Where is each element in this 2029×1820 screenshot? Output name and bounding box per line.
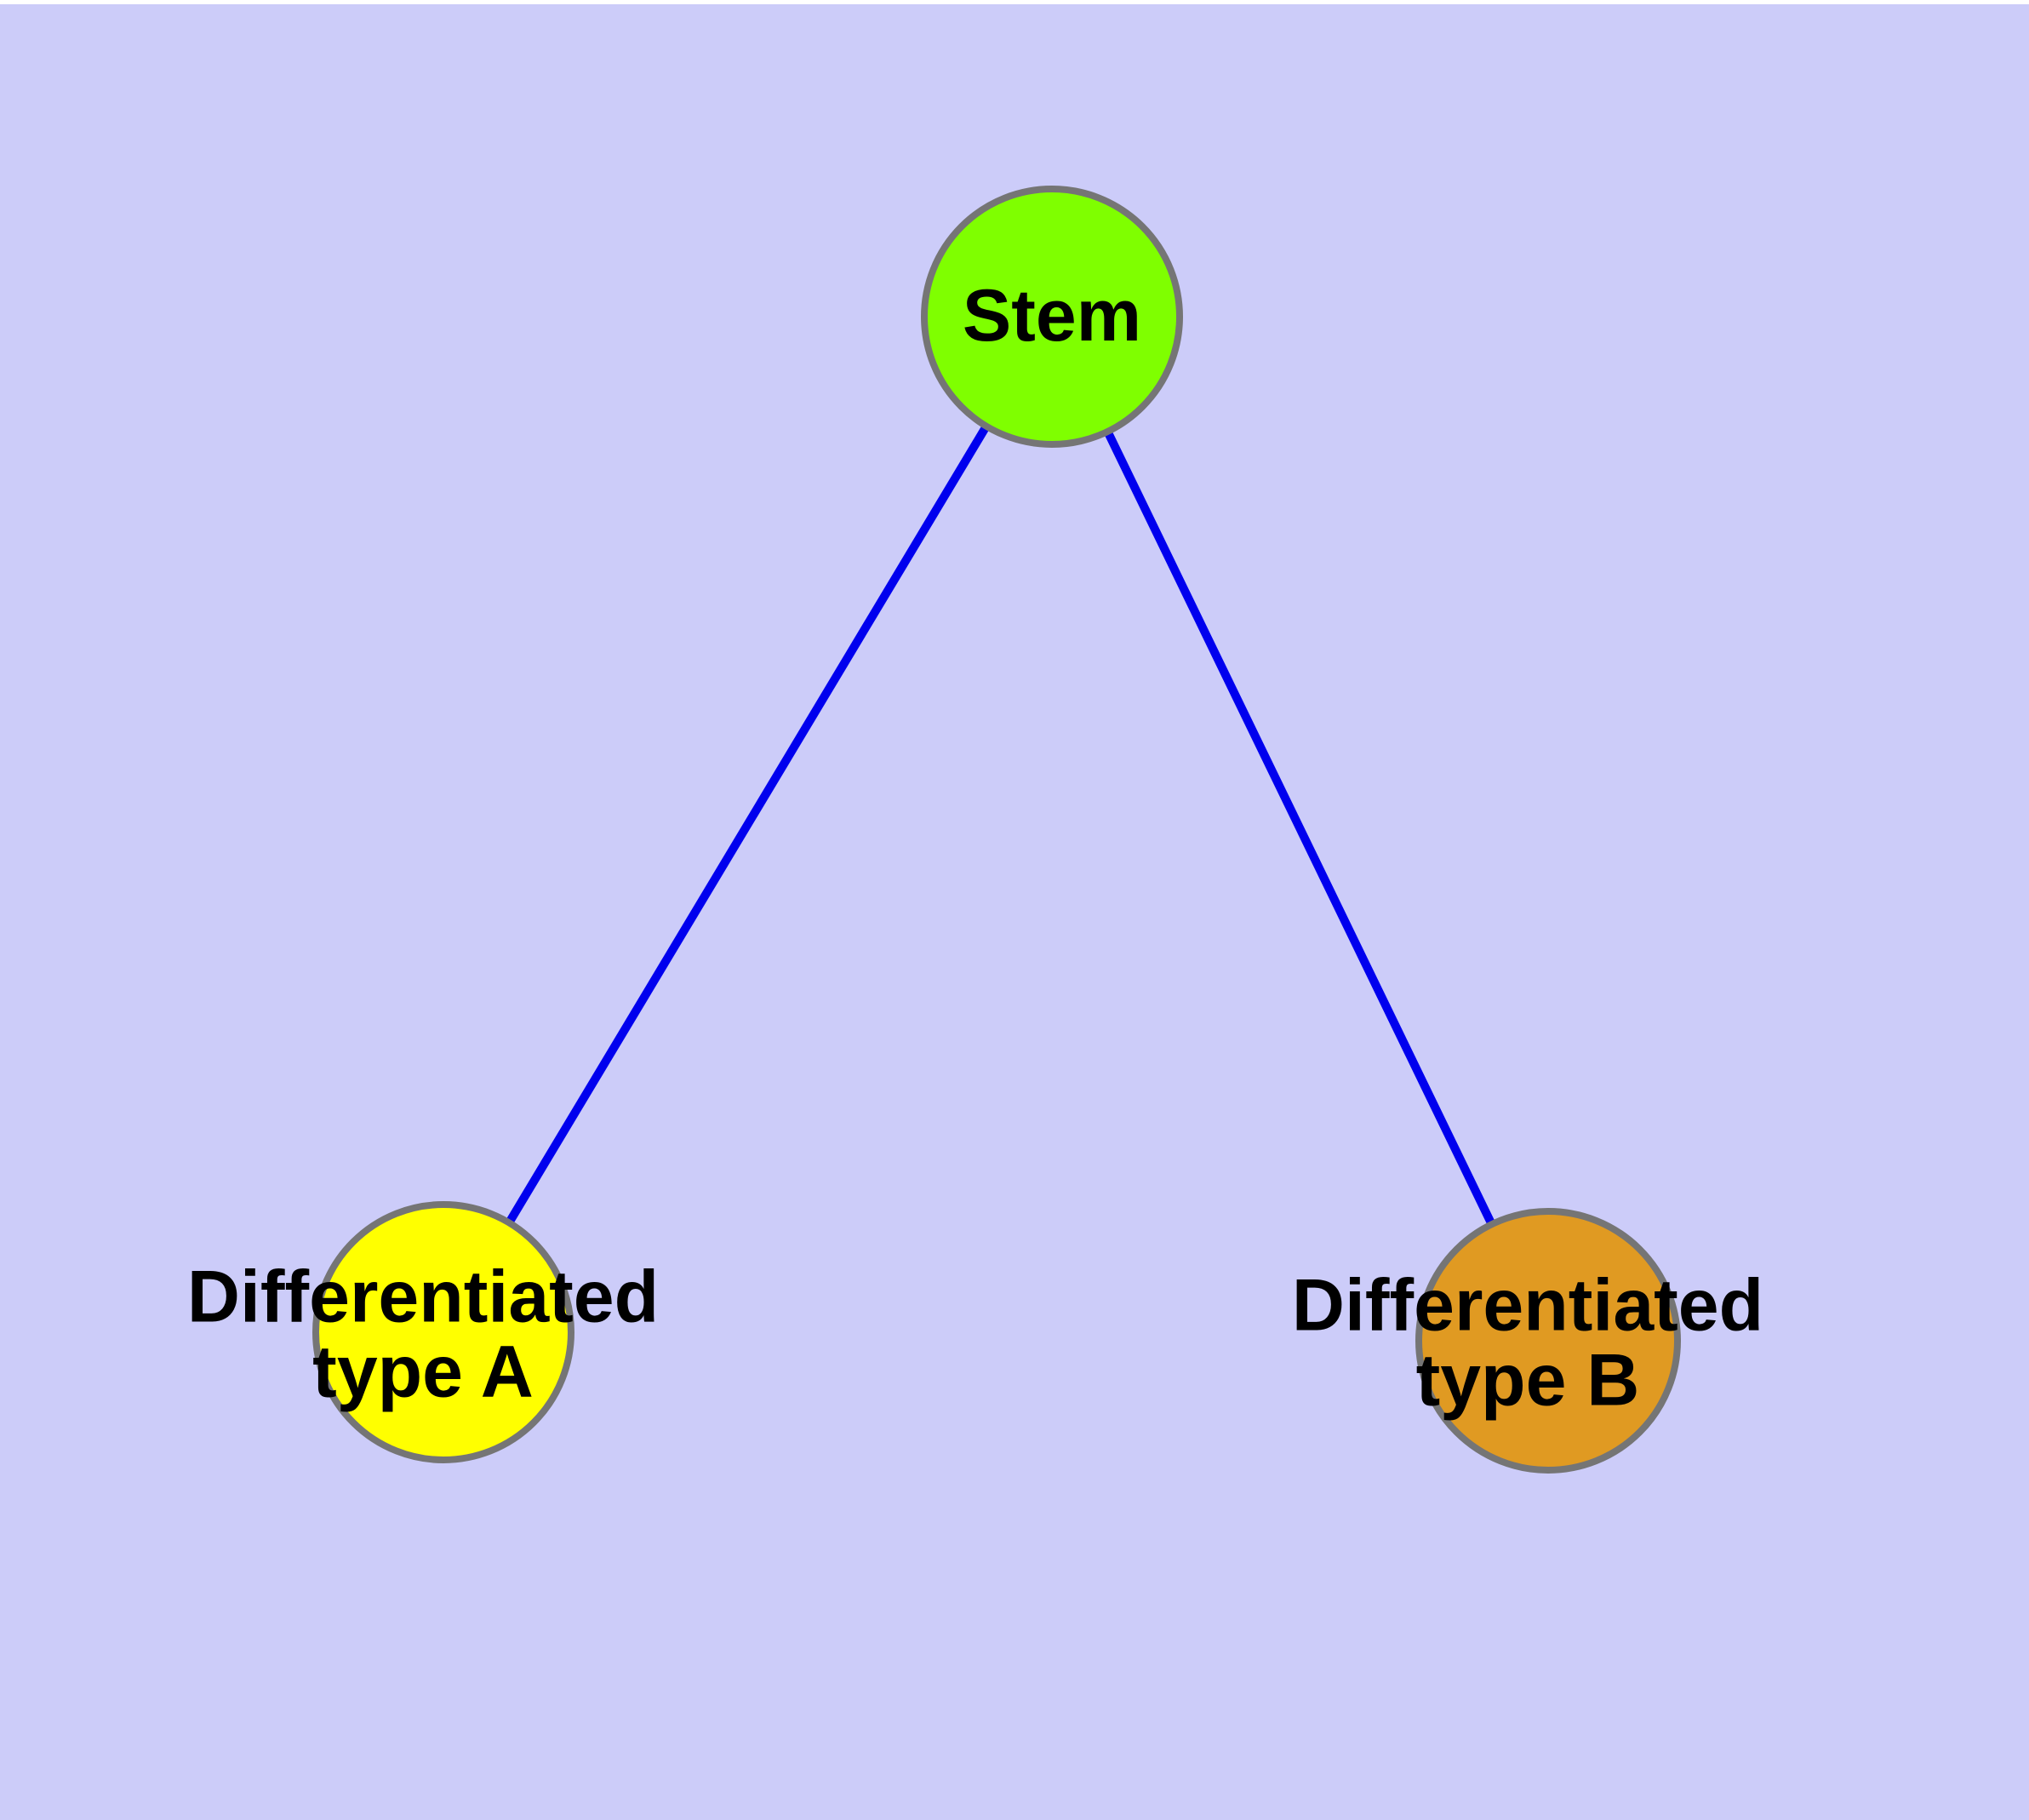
node-differentiated-type-a[interactable] (312, 1201, 574, 1463)
edge-layer (439, 314, 1552, 1343)
edge-stem-diff-a[interactable] (439, 314, 1056, 1335)
node-stem[interactable] (921, 186, 1183, 448)
edge-stem-diff-b[interactable] (1048, 314, 1552, 1343)
node-differentiated-type-b[interactable] (1415, 1208, 1681, 1474)
node-layer (312, 186, 1681, 1474)
